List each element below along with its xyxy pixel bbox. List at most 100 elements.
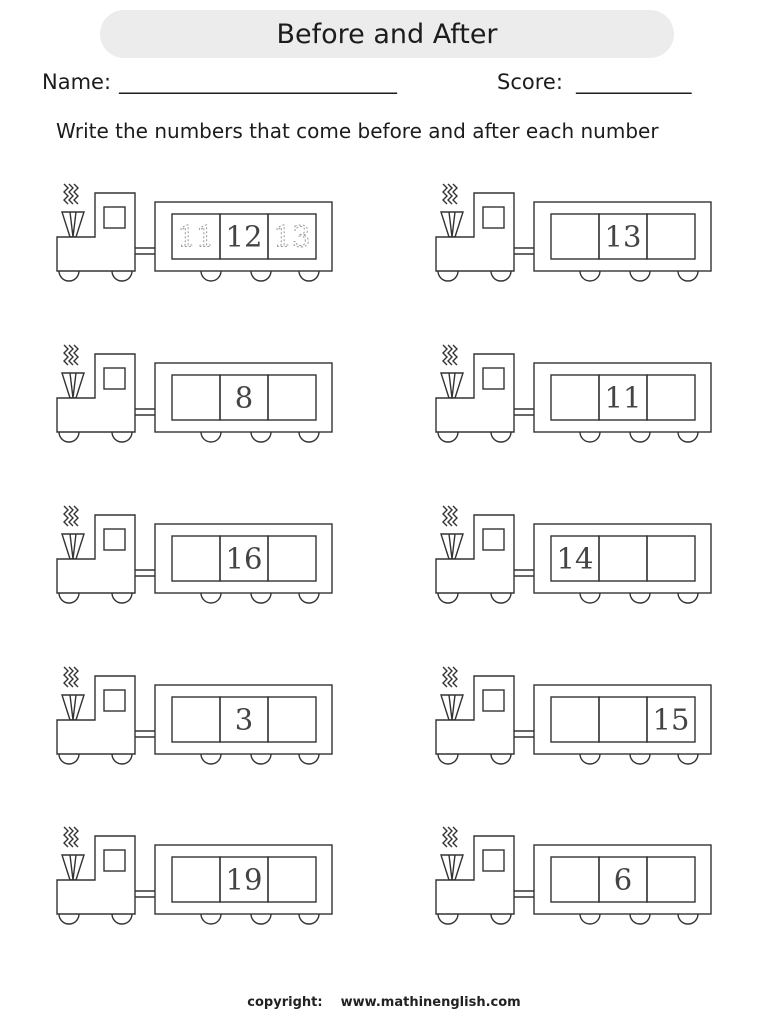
number-box[interactable] <box>646 696 696 743</box>
steam-icon <box>442 183 448 205</box>
steam-icon <box>452 666 458 688</box>
chimney-line <box>72 372 77 399</box>
wheel <box>298 753 320 765</box>
wheel <box>579 753 601 765</box>
steam-icon <box>68 344 74 366</box>
chimney-line <box>451 372 456 399</box>
train-5: 16 <box>56 505 333 604</box>
steam-icon <box>68 826 74 848</box>
traced-number: 13 <box>274 220 311 254</box>
chimney-line <box>69 854 74 881</box>
steam-icon <box>447 183 453 205</box>
wheel <box>437 753 459 765</box>
wheel <box>298 431 320 443</box>
wheel <box>200 913 222 925</box>
train-7: 3 <box>56 666 333 765</box>
locomotive-body <box>435 353 515 433</box>
steam-icon <box>447 344 453 366</box>
given-number: 14 <box>557 542 594 576</box>
train-4: 11 <box>435 344 712 443</box>
chimney-line <box>69 211 74 238</box>
chimney-line <box>451 533 456 560</box>
steam-icon <box>73 666 79 688</box>
wheel <box>579 913 601 925</box>
number-box[interactable] <box>267 374 317 421</box>
cab-window <box>103 849 126 872</box>
copyright-label: copyright: <box>247 995 323 1010</box>
name-score-line: Name: __________________________ Score: … <box>42 70 732 100</box>
traced-number: 11 <box>178 220 215 254</box>
copyright-url[interactable]: www.mathinenglish.com <box>340 995 521 1010</box>
number-box[interactable] <box>267 696 317 743</box>
steam-icon <box>73 183 79 205</box>
number-box[interactable] <box>267 535 317 582</box>
wheel <box>437 431 459 443</box>
chimney-line <box>69 694 74 721</box>
locomotive-body <box>435 514 515 594</box>
steam-icon <box>63 505 69 527</box>
wheel <box>58 913 80 925</box>
worksheet-title: Before and After <box>276 18 498 50</box>
wheel <box>58 592 80 604</box>
score-label: Score: <box>497 70 563 94</box>
chimney-line <box>72 854 77 881</box>
wheel <box>111 431 133 443</box>
given-number: 11 <box>605 381 642 415</box>
given-number: 19 <box>226 863 263 897</box>
steam-icon <box>68 505 74 527</box>
cab-window <box>482 689 505 712</box>
steam-icon <box>73 505 79 527</box>
number-box[interactable] <box>267 856 317 903</box>
wheel <box>250 431 272 443</box>
score-blank[interactable]: ___________ <box>576 70 692 94</box>
locomotive-body <box>56 192 136 272</box>
wheel <box>490 592 512 604</box>
train-3: 8 <box>56 344 333 443</box>
wheel <box>490 913 512 925</box>
given-number: 8 <box>235 381 253 415</box>
number-box[interactable] <box>646 213 696 260</box>
name-blank[interactable]: __________________________ <box>119 70 398 94</box>
wheel <box>677 592 699 604</box>
cab-window <box>482 528 505 551</box>
given-number: 6 <box>614 863 632 897</box>
name-label: Name: <box>42 70 112 94</box>
steam-icon <box>442 666 448 688</box>
cab-window <box>103 367 126 390</box>
train-2: 13 <box>435 183 712 282</box>
steam-icon <box>73 826 79 848</box>
steam-icon <box>63 826 69 848</box>
steam-icon <box>447 505 453 527</box>
given-number: 3 <box>235 703 253 737</box>
cab-window <box>103 206 126 229</box>
number-box[interactable] <box>646 856 696 903</box>
steam-icon <box>63 666 69 688</box>
chimney-line <box>69 533 74 560</box>
steam-icon <box>452 183 458 205</box>
wheel <box>629 431 651 443</box>
chimney-line <box>448 533 453 560</box>
wheel <box>200 753 222 765</box>
locomotive-body <box>56 835 136 915</box>
chimney-line <box>448 854 453 881</box>
wheel <box>111 913 133 925</box>
chimney-line <box>448 372 453 399</box>
wheel <box>579 592 601 604</box>
wheel <box>629 270 651 282</box>
wheel <box>579 270 601 282</box>
wheel <box>490 753 512 765</box>
number-box[interactable] <box>646 374 696 421</box>
cab-window <box>103 689 126 712</box>
wheel <box>250 592 272 604</box>
locomotive-body <box>56 675 136 755</box>
steam-icon <box>73 344 79 366</box>
steam-icon <box>68 666 74 688</box>
given-number: 16 <box>226 542 263 576</box>
number-box[interactable] <box>267 213 317 260</box>
number-box[interactable] <box>646 535 696 582</box>
wheel <box>629 753 651 765</box>
wheel <box>298 270 320 282</box>
wheel <box>677 913 699 925</box>
